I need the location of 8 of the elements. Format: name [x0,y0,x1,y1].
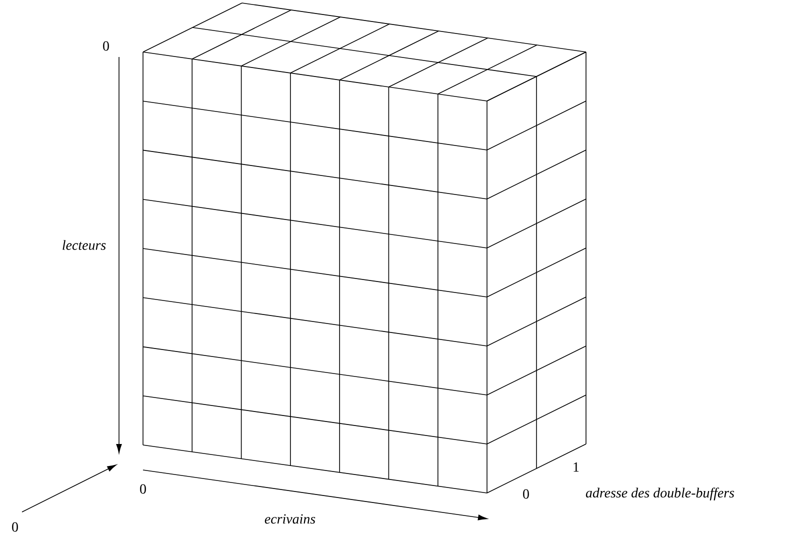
axis-label: lecteurs [62,240,106,250]
tick-label: 0 [103,41,109,51]
tick-label: 0 [140,484,146,494]
tick-label: 1 [574,462,579,472]
axis-label: adresse des double-buffers [586,488,734,500]
tick-label: 0 [523,489,529,499]
tick-label: 0 [12,522,18,532]
axis-label: ecrivains [264,514,316,524]
